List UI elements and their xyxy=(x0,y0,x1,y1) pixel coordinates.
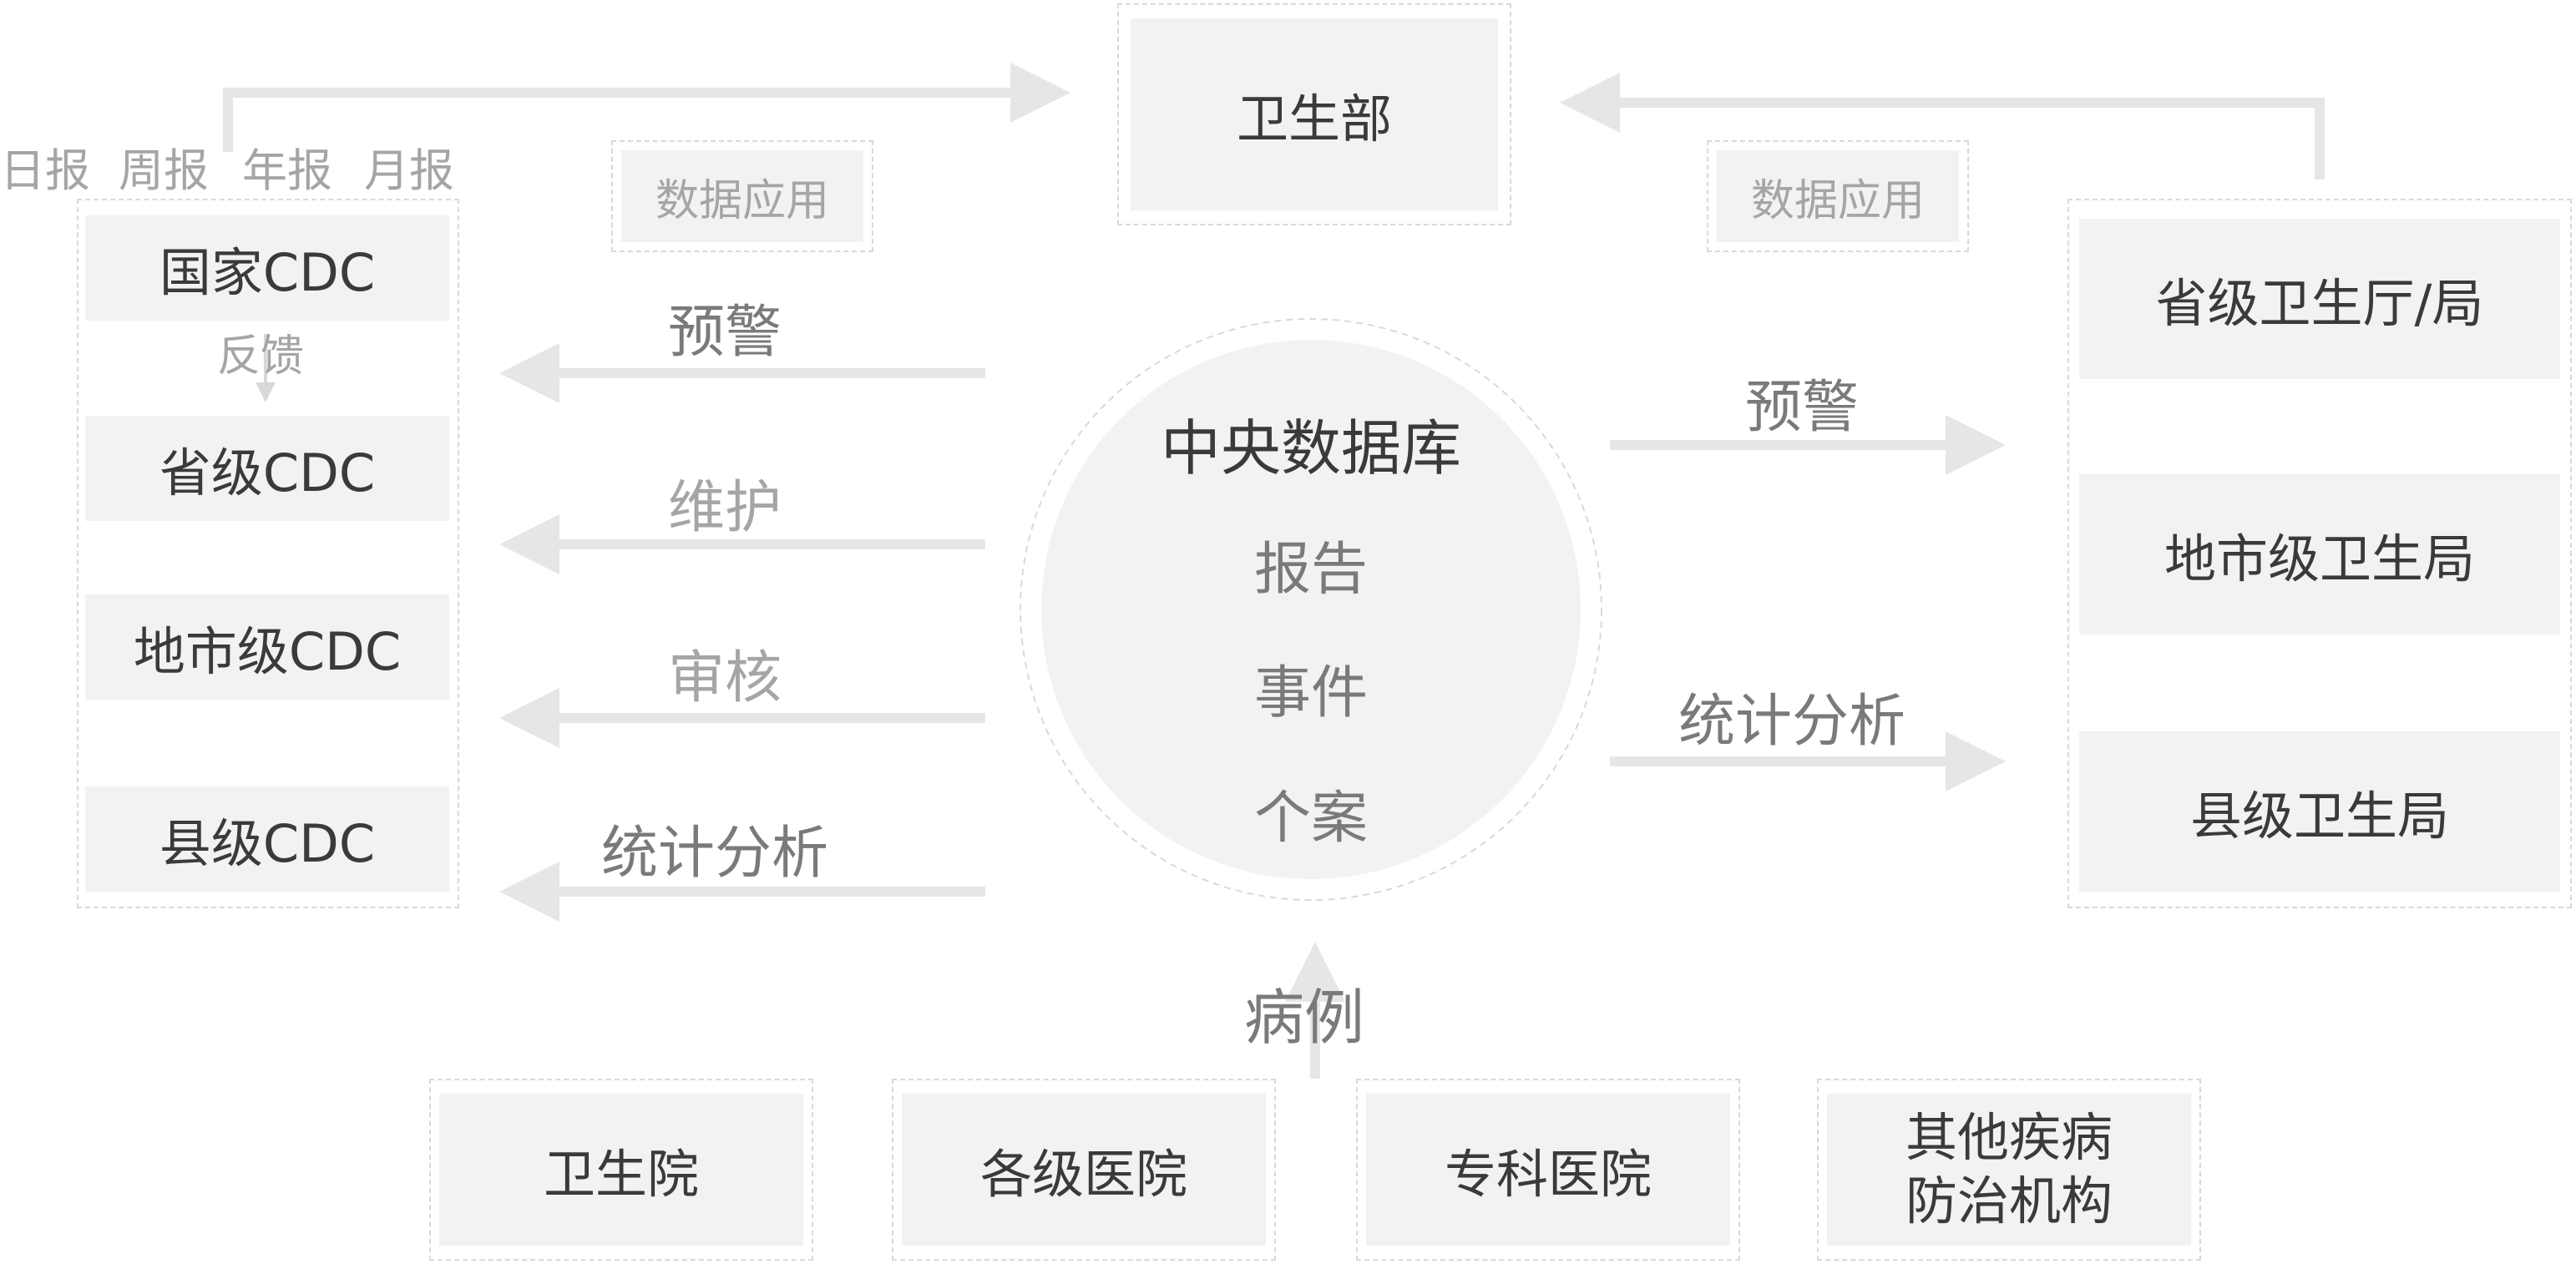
cdc-municipal-label: 地市级CDC xyxy=(133,621,402,682)
health-bureau-group-container xyxy=(2067,199,2572,908)
ministry-label: 卫生部 xyxy=(1236,88,1392,149)
cdc-national-label: 国家CDC xyxy=(159,242,376,303)
source-hospitals-label: 各级医院 xyxy=(979,1144,1187,1205)
ministry-container xyxy=(1117,3,1511,225)
source-health-center-label: 卫生院 xyxy=(543,1144,699,1205)
data-app-right-tag: 数据应用 xyxy=(1717,150,1959,242)
cdc-municipal: 地市级CDC xyxy=(85,594,449,700)
left-maintain-label: 维护 xyxy=(668,475,782,541)
left-warning-label: 预警 xyxy=(668,300,782,366)
cdc-to-ministry-arrow xyxy=(223,63,1070,152)
data-app-right-container xyxy=(1707,140,1969,252)
data-app-left-container xyxy=(611,140,873,252)
data-app-left-tag: 数据应用 xyxy=(621,150,863,242)
source-specialist-label: 专科医院 xyxy=(1444,1144,1652,1205)
cases-label: 病例 xyxy=(1244,983,1365,1053)
bureau-county: 县级卫生局 xyxy=(2079,731,2560,892)
cdc-county-label: 县级CDC xyxy=(159,813,376,874)
feedback-label: 反馈 xyxy=(217,331,305,382)
report-period-daily: 日报 xyxy=(0,144,90,197)
central-database-title: 中央数据库 xyxy=(1160,413,1461,483)
central-item-event: 事件 xyxy=(1253,660,1368,726)
cdc-group-container xyxy=(77,199,459,908)
bureau-provincial-label: 省级卫生厅/局 xyxy=(2155,273,2484,334)
left-audit-label: 审核 xyxy=(668,645,782,711)
cdc-provincial: 省级CDC xyxy=(85,416,449,521)
right-warning-label: 预警 xyxy=(1745,375,1860,441)
bureau-county-label: 县级卫生局 xyxy=(2189,786,2449,847)
source-specialist-hospitals: 专科医院 xyxy=(1366,1094,1730,1246)
central-item-report: 报告 xyxy=(1253,537,1368,603)
central-database-outer-ring xyxy=(1020,318,1602,901)
source-other-institutions: 其他疾病 防治机构 xyxy=(1827,1094,2191,1246)
report-period-monthly: 月报 xyxy=(364,144,454,197)
source-other-label-line2: 防治机构 xyxy=(1905,1170,2113,1231)
source-other-container xyxy=(1817,1079,2201,1261)
source-health-center: 卫生院 xyxy=(439,1094,803,1246)
left-stats-label: 统计分析 xyxy=(601,821,829,887)
source-other-label-line1: 其他疾病 xyxy=(1905,1107,2113,1168)
central-item-case: 个案 xyxy=(1253,786,1368,852)
source-specialist-container xyxy=(1356,1079,1740,1261)
cdc-national: 国家CDC xyxy=(85,215,449,321)
bureau-municipal-label: 地市级卫生局 xyxy=(2164,528,2475,589)
bureau-provincial: 省级卫生厅/局 xyxy=(2079,219,2560,379)
cdc-county: 县级CDC xyxy=(85,786,449,892)
report-period-yearly: 年报 xyxy=(242,144,332,197)
cdc-provincial-label: 省级CDC xyxy=(159,442,376,503)
bureau-to-ministry-arrow xyxy=(1560,73,2325,179)
bureau-municipal: 地市级卫生局 xyxy=(2079,474,2560,635)
central-database-circle xyxy=(1041,340,1581,879)
data-app-right-label: 数据应用 xyxy=(1750,175,1925,226)
data-app-left-label: 数据应用 xyxy=(655,175,829,226)
ministry-node: 卫生部 xyxy=(1131,18,1498,210)
right-stats-label: 统计分析 xyxy=(1678,689,1906,755)
source-hospitals: 各级医院 xyxy=(902,1094,1266,1246)
source-hospitals-container xyxy=(892,1079,1276,1261)
report-period-weekly: 周报 xyxy=(119,144,209,197)
source-health-center-container xyxy=(429,1079,813,1261)
